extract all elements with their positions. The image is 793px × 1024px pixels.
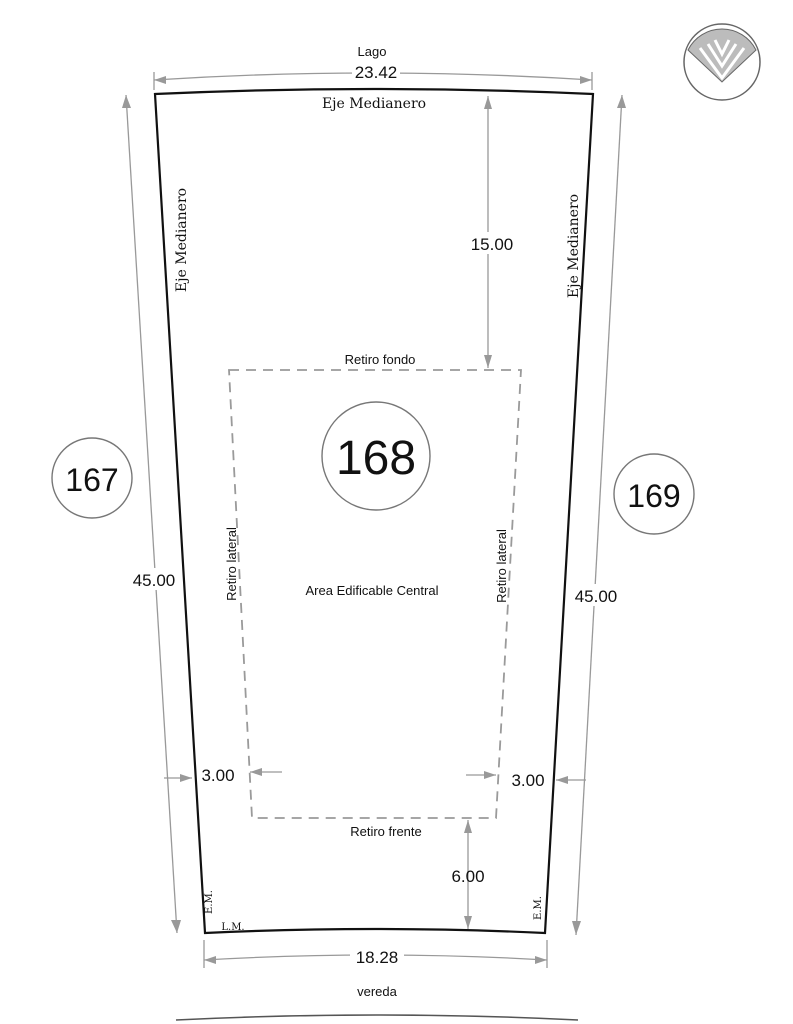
lot-168-number: 168 <box>336 432 416 485</box>
lot-168-bubble: 168 <box>321 401 431 511</box>
left-side-setback-dimension <box>164 768 282 782</box>
em-right-label: E.M. <box>533 896 544 920</box>
lot-167-bubble: 167 <box>51 437 133 519</box>
retiro-frente-label: Retiro frente <box>350 824 422 839</box>
rear-setback-value: 15.00 <box>471 235 514 254</box>
left-depth-dimension <box>122 94 181 934</box>
right-depth-dimension <box>572 94 626 936</box>
lot-167-number: 167 <box>65 462 118 498</box>
lot-boundary <box>153 87 595 935</box>
lot-169-bubble: 169 <box>613 453 695 535</box>
right-depth-value: 45.00 <box>575 587 618 606</box>
eje-medianero-left-label: Eje Medianero <box>174 188 190 292</box>
eje-medianero-top-label: Eje Medianero <box>322 96 426 112</box>
em-left-label: E.M. <box>204 890 215 914</box>
retiro-lateral-left-label: Retiro lateral <box>224 527 239 601</box>
retiro-lateral-right-label: Retiro lateral <box>494 529 509 603</box>
bottom-street-label: vereda <box>357 984 398 999</box>
right-side-setback-dimension <box>466 771 586 784</box>
eje-medianero-right-label: Eje Medianero <box>566 194 582 298</box>
front-setback-value: 6.00 <box>451 867 484 886</box>
left-depth-value: 45.00 <box>133 571 176 590</box>
retiro-fondo-label: Retiro fondo <box>345 352 416 367</box>
sidewalk-line <box>175 1014 579 1021</box>
front-setback-dimension <box>464 820 472 929</box>
lm-label: L.M. <box>221 922 244 933</box>
area-edificable-label: Area Edificable Central <box>306 583 439 598</box>
top-street-label: Lago <box>358 44 387 59</box>
top-width-value: 23.42 <box>355 63 398 82</box>
lot-169-number: 169 <box>627 478 680 514</box>
left-side-setback-value: 3.00 <box>201 766 234 785</box>
buildable-area-outline <box>228 369 522 819</box>
right-side-setback-value: 3.00 <box>511 771 544 790</box>
north-arrow-icon <box>683 23 761 101</box>
bottom-width-value: 18.28 <box>356 948 399 967</box>
